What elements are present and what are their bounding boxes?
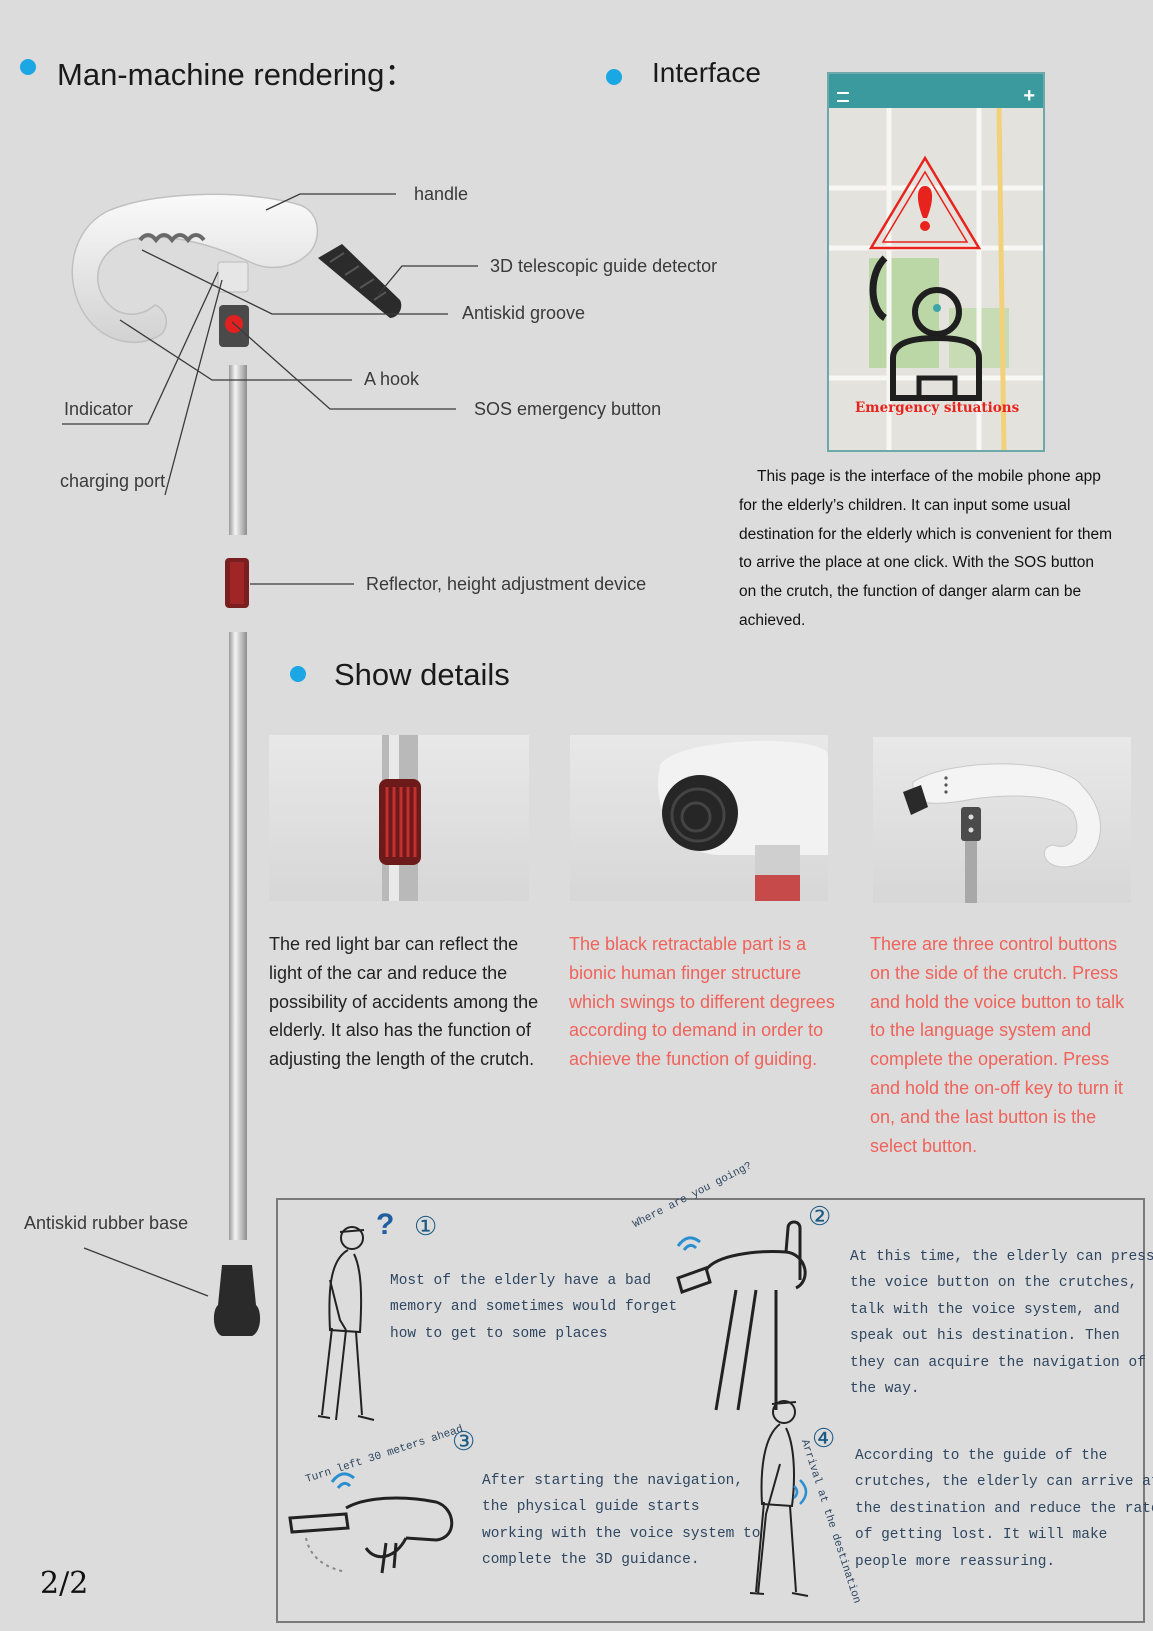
crutch-rendering <box>62 193 478 1336</box>
interface-description: This page is the interface of the mobile… <box>739 468 1113 629</box>
phone-mockup: + Emergency situations <box>827 72 1045 452</box>
menu-icon[interactable] <box>837 92 849 102</box>
step-text-2: At this time, the elderly can press the … <box>850 1249 1153 1398</box>
hand-voice-illustration <box>676 1220 807 1411</box>
elderly-walking-illustration <box>317 1226 375 1421</box>
step-number-1: ① <box>414 1212 438 1242</box>
step-text-4: According to the guide of the crutches, … <box>855 1448 1153 1570</box>
mark-question-icon: ? <box>376 1208 395 1241</box>
section-bullet-icon <box>20 59 36 75</box>
detail-text-reflector: The red light bar can reflect the light … <box>269 934 539 1070</box>
callout-sos: SOS emergency button <box>474 399 662 419</box>
guide-detector <box>318 244 402 318</box>
detail-photo-buttons <box>873 737 1131 903</box>
phone-status-bar <box>829 74 1043 108</box>
page-number: 2/2 <box>40 1566 89 1601</box>
elderly-arrival-illustration <box>749 1400 809 1597</box>
callout-handle: handle <box>414 184 469 204</box>
detail-text-buttons: There are three control buttons on the s… <box>870 934 1125 1156</box>
section-bullet-icon <box>290 666 306 682</box>
step-number-4: ④ <box>812 1424 836 1454</box>
map-view <box>829 108 1043 450</box>
crutch-handle <box>71 193 319 343</box>
callout-hook: A hook <box>364 369 420 389</box>
step-number-3: ③ <box>452 1427 476 1457</box>
callout-indicator: Indicator <box>64 399 134 419</box>
callout-charging: charging port <box>60 471 166 491</box>
rendering-title: Man-machine rendering： <box>57 57 416 92</box>
callout-base: Antiskid rubber base <box>24 1213 189 1233</box>
detail-photo-detector <box>570 735 828 901</box>
step-text-3: After starting the navigation, the physi… <box>482 1473 761 1569</box>
callout-groove: Antiskid groove <box>462 303 586 323</box>
hand-navigation-illustration <box>288 1472 454 1574</box>
interface-title: Interface <box>652 57 761 88</box>
callout-detector: 3D telescopic guide detector <box>490 256 718 276</box>
section-bullet-icon <box>606 69 622 85</box>
usage-story-panel <box>276 1198 1145 1623</box>
alert-text: Emergency situations <box>855 400 1020 416</box>
details-title: Show details <box>334 657 510 692</box>
detail-text-detector: The black retractable part is a bionic h… <box>569 934 835 1070</box>
add-icon[interactable]: + <box>1023 85 1035 107</box>
callout-reflector: Reflector, height adjustment device <box>366 574 647 594</box>
step-text-1: Most of the elderly have a bad memory an… <box>390 1273 678 1342</box>
step-number-2: ② <box>808 1202 832 1232</box>
detail-photo-reflector <box>269 735 529 901</box>
